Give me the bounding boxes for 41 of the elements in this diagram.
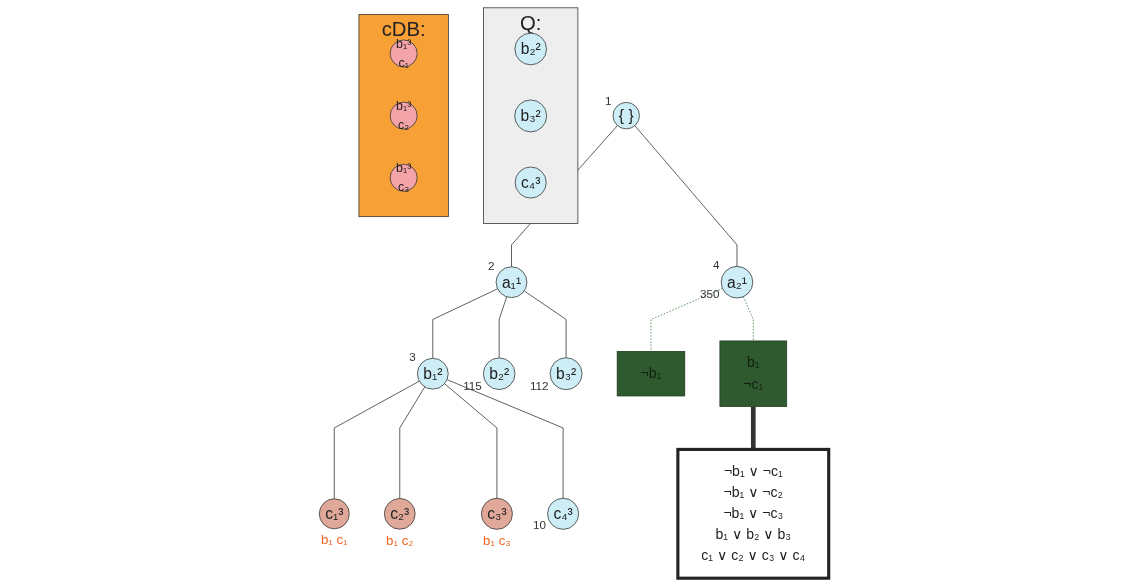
- node-circle: c₁³: [318, 498, 350, 530]
- node-circle: { }: [612, 102, 640, 130]
- node-box: b₁ ¬c₁: [719, 340, 788, 407]
- node-box: ¬b₁ ∨ ¬c₁ ¬b₁ ∨ ¬c₂ ¬b₁ ∨ ¬c₃ b₁ ∨ b₂ ∨ b₃ c₁ ∨ c₂ ∨ c₃ ∨ c₄: [676, 447, 831, 580]
- node-box: ¬b₁: [616, 351, 686, 397]
- node-circle: c₄³: [514, 166, 547, 199]
- node-circle: c₃³: [481, 497, 513, 530]
- node-number: 2: [488, 258, 495, 272]
- connector: [432, 288, 498, 359]
- connector: [742, 296, 754, 342]
- node-circle: a₂¹: [720, 266, 754, 299]
- connector: [650, 288, 723, 352]
- node-annotation: b₁ c₂: [386, 532, 414, 548]
- node-circle: a₁¹: [495, 266, 528, 298]
- connector: [333, 380, 420, 500]
- node-annotation: b₁ c₁: [320, 532, 348, 548]
- connector: [523, 290, 567, 359]
- node-circle: b₃²: [549, 357, 583, 391]
- node-circle: b₂²: [482, 357, 516, 390]
- node-number: 1: [604, 94, 612, 108]
- connector: [444, 383, 498, 499]
- node-number: 112: [529, 378, 549, 392]
- node-number: 4: [713, 258, 720, 272]
- node-circle: b₂²: [514, 32, 547, 66]
- connector: [634, 125, 738, 267]
- connector: [399, 386, 426, 499]
- node-circle: b₃²: [514, 99, 548, 133]
- connector: [498, 296, 508, 359]
- node-circle: b₁³ c₂: [389, 101, 418, 130]
- node-circle: b₁³ c₁: [389, 39, 418, 68]
- node-annotation: b₁ c₃: [483, 532, 511, 548]
- node-number: 350: [700, 287, 720, 300]
- node-circle: b₁²: [417, 357, 449, 390]
- node-number: 3: [409, 350, 416, 364]
- node-circle: c₂³: [384, 498, 416, 530]
- node-number: 115: [463, 378, 482, 392]
- node-circle: c₄³: [547, 497, 580, 530]
- connector: [750, 406, 756, 450]
- node-number: 10: [533, 518, 546, 532]
- connector: [446, 379, 564, 499]
- node-circle: b₁³ c₃: [389, 163, 418, 192]
